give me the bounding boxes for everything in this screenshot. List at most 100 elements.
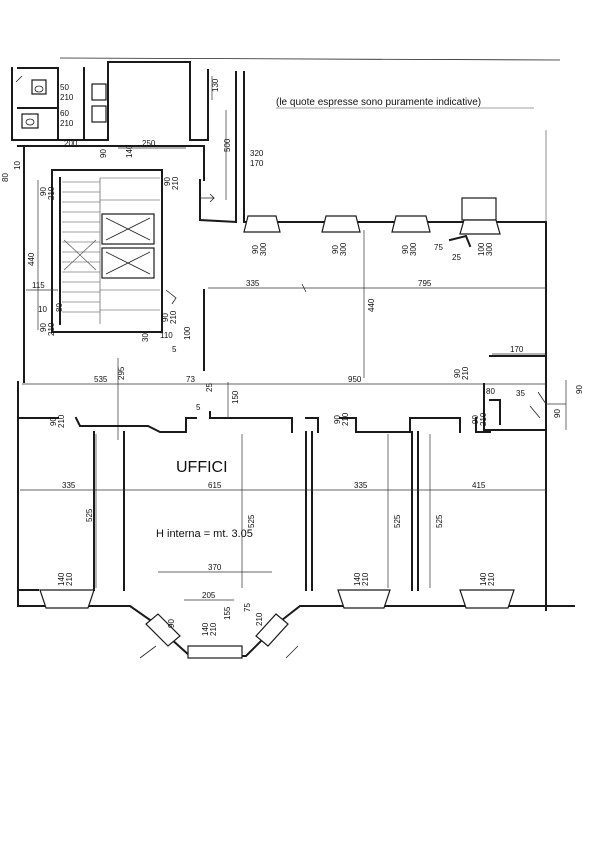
dim-25b: 25 xyxy=(205,383,214,392)
dim-90-door: 90 xyxy=(163,177,172,186)
dim-205: 205 xyxy=(202,591,216,600)
dim-110: 110 xyxy=(160,331,173,340)
dim-300-w3: 300 xyxy=(409,242,418,256)
dim-80b: 80 xyxy=(486,387,495,396)
dim-90a: 90 xyxy=(99,149,108,158)
sink-icon-2 xyxy=(91,105,107,123)
window-bottom-2 xyxy=(337,589,391,609)
dim-210h: 210 xyxy=(209,622,218,636)
corridor-partition-2 xyxy=(209,411,293,419)
dim-130: 130 xyxy=(211,78,220,92)
dim-500: 500 xyxy=(223,138,232,152)
dim-210g: 210 xyxy=(487,572,496,586)
wc-block xyxy=(11,61,191,141)
dim-5-c: 5 xyxy=(196,403,201,412)
dim-335a: 335 xyxy=(246,279,260,288)
dim-200: 200 xyxy=(64,139,78,148)
dim-100a: 100 xyxy=(477,242,486,256)
note-text: (le quote espresse sono puramente indica… xyxy=(276,97,481,108)
window-top-3 xyxy=(391,215,431,233)
dim-525a: 525 xyxy=(85,508,94,522)
dim-210-bay: 210 xyxy=(255,612,264,626)
closet-wall xyxy=(483,383,547,431)
room-label: UFFICI xyxy=(176,459,228,476)
toilet-icon-2 xyxy=(21,113,39,129)
corridor-partition-4 xyxy=(339,417,461,433)
dim-90-c2: 90 xyxy=(333,415,342,424)
dim-80-low: 80 xyxy=(55,303,64,312)
dim-210f: 210 xyxy=(361,572,370,586)
dim-210c: 210 xyxy=(171,176,180,190)
dim-210-stair: 210 xyxy=(169,310,178,324)
dim-90-w1: 90 xyxy=(251,245,260,254)
dim-90-side: 90 xyxy=(39,187,48,196)
height-label: H interna = mt. 3.05 xyxy=(156,528,253,540)
sink-icon xyxy=(91,83,107,101)
dim-140c: 140 xyxy=(479,572,488,586)
corridor-partition-3 xyxy=(291,417,319,433)
dim-50: 50 xyxy=(60,83,69,92)
office-left-wall xyxy=(17,431,39,591)
dim-950: 950 xyxy=(348,375,362,384)
dim-210-low: 210 xyxy=(47,322,56,336)
dim-320: 320 xyxy=(250,149,264,158)
dim-335c: 335 xyxy=(354,481,368,490)
window-top-2 xyxy=(321,215,361,233)
dim-210-c2: 210 xyxy=(341,412,350,426)
dim-140a: 140 xyxy=(57,572,66,586)
dim-90-stair: 90 xyxy=(161,313,170,322)
dim-73: 73 xyxy=(186,375,195,384)
dim-300-w2: 300 xyxy=(339,242,348,256)
dim-525c: 525 xyxy=(393,514,402,528)
dim-210a: 210 xyxy=(60,93,74,102)
dim-115: 115 xyxy=(32,281,45,290)
dim-300d: 300 xyxy=(485,242,494,256)
window-balcony xyxy=(459,197,501,235)
dim-75a: 75 xyxy=(434,243,443,252)
bottom-wall-right xyxy=(280,605,575,622)
dim-295: 295 xyxy=(117,366,126,380)
dim-25: 25 xyxy=(452,253,461,262)
bay-ext xyxy=(139,645,299,659)
dim-10: 10 xyxy=(13,161,22,170)
dim-90-w2: 90 xyxy=(331,245,340,254)
window-bottom-3 xyxy=(459,589,515,609)
window-bay-right xyxy=(255,613,289,647)
dim-90-low: 90 xyxy=(39,323,48,332)
door-swing xyxy=(537,391,547,405)
dim-300-w1: 300 xyxy=(259,242,268,256)
top-border-line xyxy=(59,57,561,61)
dim-90-far2: 90 xyxy=(553,409,562,418)
dim-90-c1: 90 xyxy=(49,417,58,426)
dim-90-c3: 90 xyxy=(471,415,480,424)
dim-250: 250 xyxy=(142,139,156,148)
dim-210-c3: 210 xyxy=(479,412,488,426)
dim-170a: 170 xyxy=(250,159,264,168)
dim-150: 150 xyxy=(231,390,240,404)
dim-80: 80 xyxy=(1,173,10,182)
landing-wall-2 xyxy=(199,179,238,224)
dim-525d: 525 xyxy=(435,514,444,528)
dim-75b: 75 xyxy=(243,603,252,612)
dim-far-lines xyxy=(546,380,567,430)
dim-140: 140 xyxy=(125,144,134,158)
dim-210b: 210 xyxy=(60,119,74,128)
window-bottom-1 xyxy=(39,589,95,609)
corridor-partition xyxy=(19,416,197,433)
dim-90-r: 90 xyxy=(453,369,462,378)
dim-440b: 440 xyxy=(367,298,376,312)
dim-335b: 335 xyxy=(62,481,76,490)
small-wall-notch xyxy=(448,234,472,248)
dim-155: 155 xyxy=(223,606,232,620)
dim-90-bay: 90 xyxy=(167,619,176,628)
dim-170b: 170 xyxy=(510,345,524,354)
dim-535: 535 xyxy=(94,375,108,384)
dim-795: 795 xyxy=(418,279,432,288)
dim-370: 370 xyxy=(208,563,222,572)
door-swing-2 xyxy=(529,405,541,419)
dim-210-r: 210 xyxy=(461,366,470,380)
dim-tick xyxy=(301,283,307,293)
dim-210-side: 210 xyxy=(47,186,56,200)
dim-210e: 210 xyxy=(65,572,74,586)
